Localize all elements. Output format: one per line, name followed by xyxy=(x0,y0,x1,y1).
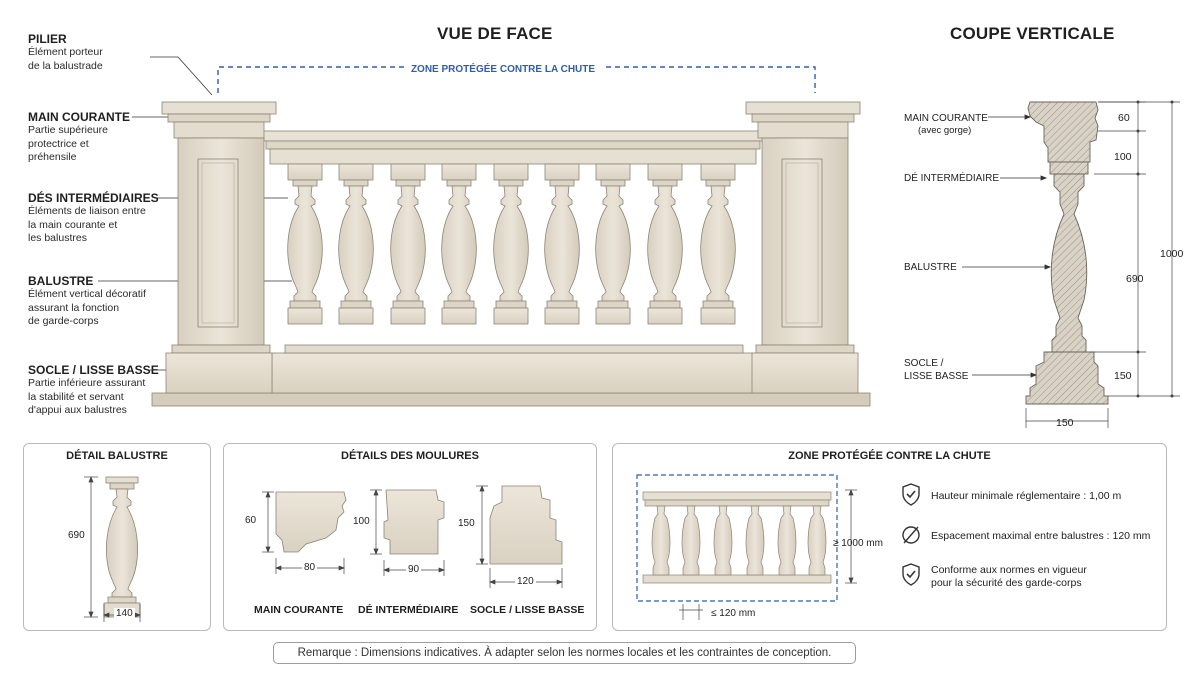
section-label-socle-2: LISSE BASSE xyxy=(904,371,969,382)
moulure-socle-height: 150 xyxy=(458,518,475,529)
feature-conforme-text: Conforme aux normes en vigueur xyxy=(931,564,1087,576)
balustre-height-dim: 690 xyxy=(68,530,85,541)
moulure-de-width: 90 xyxy=(406,564,422,575)
moulures-drawing xyxy=(262,485,563,588)
label-socle-desc: Partie inférieure assurant xyxy=(28,377,146,389)
protected-zone-bracket xyxy=(217,60,816,93)
panel-balustre-title: DÉTAIL BALUSTRE xyxy=(66,450,168,462)
label-pilier: PILIER Élément porteur de la balustrade xyxy=(28,32,103,73)
label-main-courante: MAIN COURANTE Partie supérieure protectr… xyxy=(28,110,130,165)
moulure-mc-label: MAIN COURANTE xyxy=(254,604,344,616)
label-balustre-desc: assurant la fonction xyxy=(28,301,120,314)
moulure-socle-width: 120 xyxy=(515,576,536,587)
feature-espacement: Espacement maximal entre balustres : 120… xyxy=(931,530,1150,543)
panel-moulures-title: DÉTAILS DES MOULURES xyxy=(341,450,479,462)
moulure-mc-width: 80 xyxy=(302,562,318,573)
feature-conforme: Conforme aux normes en vigueur pour la s… xyxy=(931,564,1087,590)
label-main-courante-desc: Partie supérieure xyxy=(28,124,108,136)
dim-690: 690 xyxy=(1126,273,1144,285)
section-label-socle-1: SOCLE / xyxy=(904,358,944,369)
protected-zone-label: ZONE PROTÉGÉE CONTRE LA CHUTE xyxy=(411,62,595,75)
vertical-section-drawing xyxy=(962,100,1180,428)
label-balustre-title: BALUSTRE xyxy=(28,274,94,288)
feature-conforme-text: pour la sécurité des garde-corps xyxy=(931,577,1082,589)
base-plinth xyxy=(151,392,871,407)
label-pilier-title: PILIER xyxy=(28,32,67,46)
remark-note: Remarque : Dimensions indicatives. À ada… xyxy=(273,642,856,664)
section-label-main-courante: MAIN COURANTE xyxy=(904,113,988,124)
label-des-title: DÉS INTERMÉDIAIRES xyxy=(28,191,159,205)
label-main-courante-title: MAIN COURANTE xyxy=(28,110,130,124)
zone-height-label: ≥ 1000 mm xyxy=(833,538,883,549)
balustre-detail-drawing xyxy=(84,476,141,622)
handrail xyxy=(261,130,765,142)
dim-150: 150 xyxy=(1114,370,1132,382)
label-socle: SOCLE / LISSE BASSE Partie inférieure as… xyxy=(28,363,159,418)
label-des-desc: les balustres xyxy=(28,232,87,244)
balusters xyxy=(287,163,736,325)
vertical-section-title: COUPE VERTICALE xyxy=(950,24,1115,43)
right-pillar xyxy=(745,101,861,394)
dim-width-150: 150 xyxy=(1056,417,1074,429)
panel-zone-title: ZONE PROTÉGÉE CONTRE LA CHUTE xyxy=(788,450,991,462)
balustre-width-dim: 140 xyxy=(114,608,135,619)
label-balustre-desc: Élément vertical décoratif xyxy=(28,288,146,300)
feature-hauteur-text: Hauteur minimale réglementaire : 1,00 m xyxy=(931,490,1122,502)
section-label-de: DÉ INTERMÉDIAIRE xyxy=(904,171,999,184)
feature-espacement-text: Espacement maximal entre balustres : 120… xyxy=(931,530,1151,542)
diameter-icon xyxy=(902,526,920,544)
label-des: DÉS INTERMÉDIAIRES Éléments de liaison e… xyxy=(28,191,159,246)
label-main-courante-desc: protectrice et xyxy=(28,137,89,150)
label-balustre-desc: de garde-corps xyxy=(28,315,99,327)
zone-spacing-label: ≤ 120 mm xyxy=(711,608,756,619)
label-des-desc: la main courante et xyxy=(28,218,118,231)
moulure-de-label: DÉ INTERMÉDIAIRE xyxy=(358,604,459,616)
bottom-rail xyxy=(271,352,755,394)
zone-mini-balustrade xyxy=(636,474,920,620)
label-balustre: BALUSTRE Élément vertical décoratif assu… xyxy=(28,274,146,329)
front-view-drawing: ZONE PROTÉGÉE CONTRE LA CHUTE xyxy=(98,56,1184,429)
front-view-title: VUE DE FACE xyxy=(437,24,553,43)
label-pilier-desc: de la balustrade xyxy=(28,59,103,72)
label-socle-title: SOCLE / LISSE BASSE xyxy=(28,363,159,377)
label-main-courante-desc: préhensile xyxy=(28,151,77,163)
label-pilier-desc: Élément porteur xyxy=(28,46,103,58)
moulure-de-height: 100 xyxy=(353,516,370,527)
shield-check-icon xyxy=(902,563,920,586)
section-label-main-courante-sub: (avec gorge) xyxy=(918,125,971,136)
feature-hauteur: Hauteur minimale réglementaire : 1,00 m xyxy=(931,490,1121,503)
moulure-socle-label: SOCLE / LISSE BASSE xyxy=(470,604,585,616)
panel-balustre-detail: DÉTAIL BALUSTRE 690 140 xyxy=(23,443,211,631)
dim-60: 60 xyxy=(1118,112,1130,124)
moulure-mc-height: 60 xyxy=(245,515,257,526)
dim-1000: 1000 xyxy=(1160,248,1184,260)
label-socle-desc: d'appui aux balustres xyxy=(28,404,127,416)
left-pillar xyxy=(161,101,277,394)
label-socle-desc: la stabilité et servant xyxy=(28,390,124,403)
shield-check-icon xyxy=(902,483,920,506)
panel-moulures: DÉTAILS DES MOULURES 60 xyxy=(223,443,597,631)
section-label-balustre: BALUSTRE xyxy=(904,262,957,273)
dim-100: 100 xyxy=(1114,151,1132,163)
panel-zone-protegee: ZONE PROTÉGÉE CONTRE LA CHUTE xyxy=(612,443,1167,631)
label-des-desc: Éléments de liaison entre xyxy=(28,205,146,217)
